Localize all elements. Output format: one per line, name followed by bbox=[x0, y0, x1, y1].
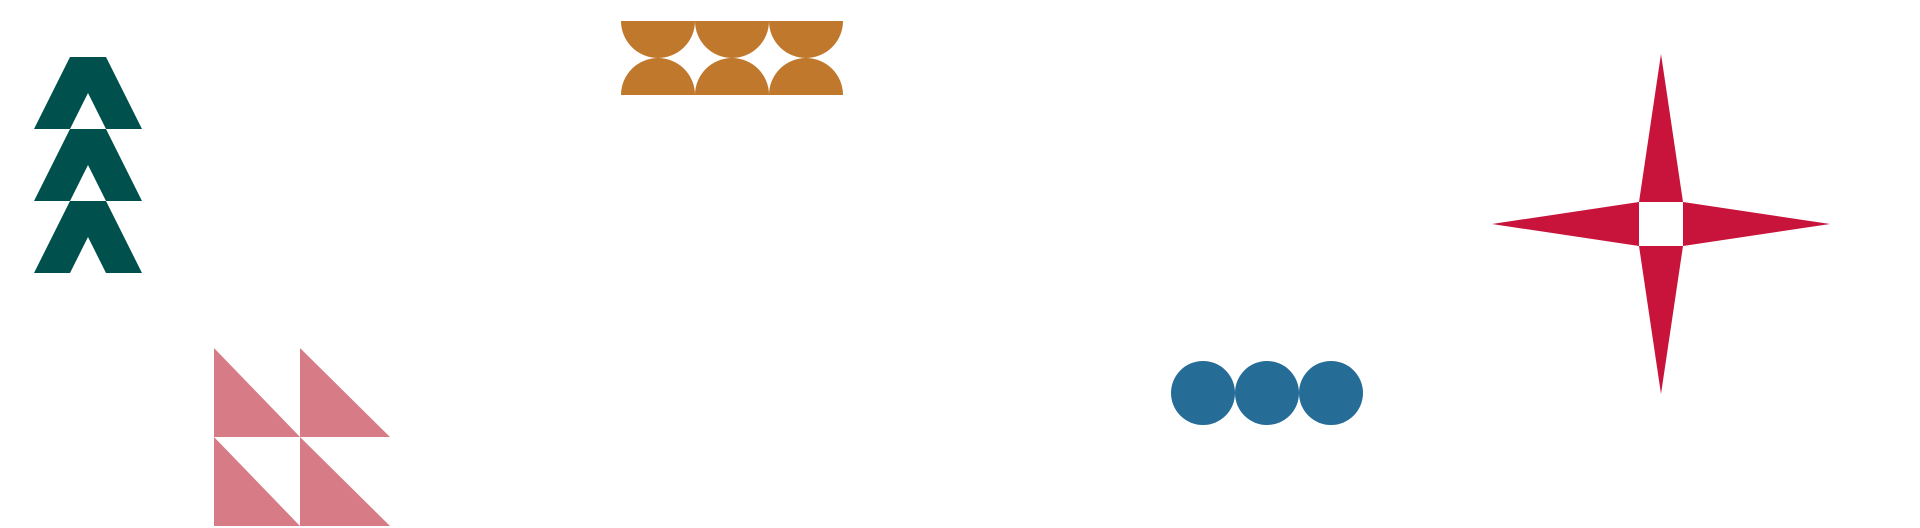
blue-dot-row bbox=[1171, 361, 1363, 425]
red-star-point bbox=[1639, 54, 1683, 202]
orange-half-circle bbox=[695, 21, 769, 58]
pink-triangle bbox=[300, 348, 390, 437]
pink-triangle-grid bbox=[214, 348, 390, 526]
orange-half-circle bbox=[695, 58, 769, 95]
red-star-point bbox=[1683, 202, 1830, 246]
red-star-point bbox=[1492, 202, 1639, 246]
teal-chevron bbox=[34, 201, 142, 273]
teal-chevron-stack bbox=[34, 57, 142, 273]
blue-dot bbox=[1299, 361, 1363, 425]
teal-chevron bbox=[34, 57, 142, 129]
teal-chevron bbox=[34, 129, 142, 201]
pink-triangle bbox=[214, 437, 300, 526]
orange-half-circle bbox=[769, 21, 843, 58]
orange-half-circle bbox=[621, 58, 695, 95]
blue-dot bbox=[1235, 361, 1299, 425]
red-star-point bbox=[1639, 246, 1683, 394]
blue-dot bbox=[1171, 361, 1235, 425]
red-four-point-star bbox=[1492, 54, 1830, 394]
pink-triangle bbox=[300, 437, 390, 526]
orange-half-circle bbox=[769, 58, 843, 95]
orange-half-circle bbox=[621, 21, 695, 58]
pink-triangle bbox=[214, 348, 300, 437]
orange-scallop-band bbox=[621, 21, 843, 95]
